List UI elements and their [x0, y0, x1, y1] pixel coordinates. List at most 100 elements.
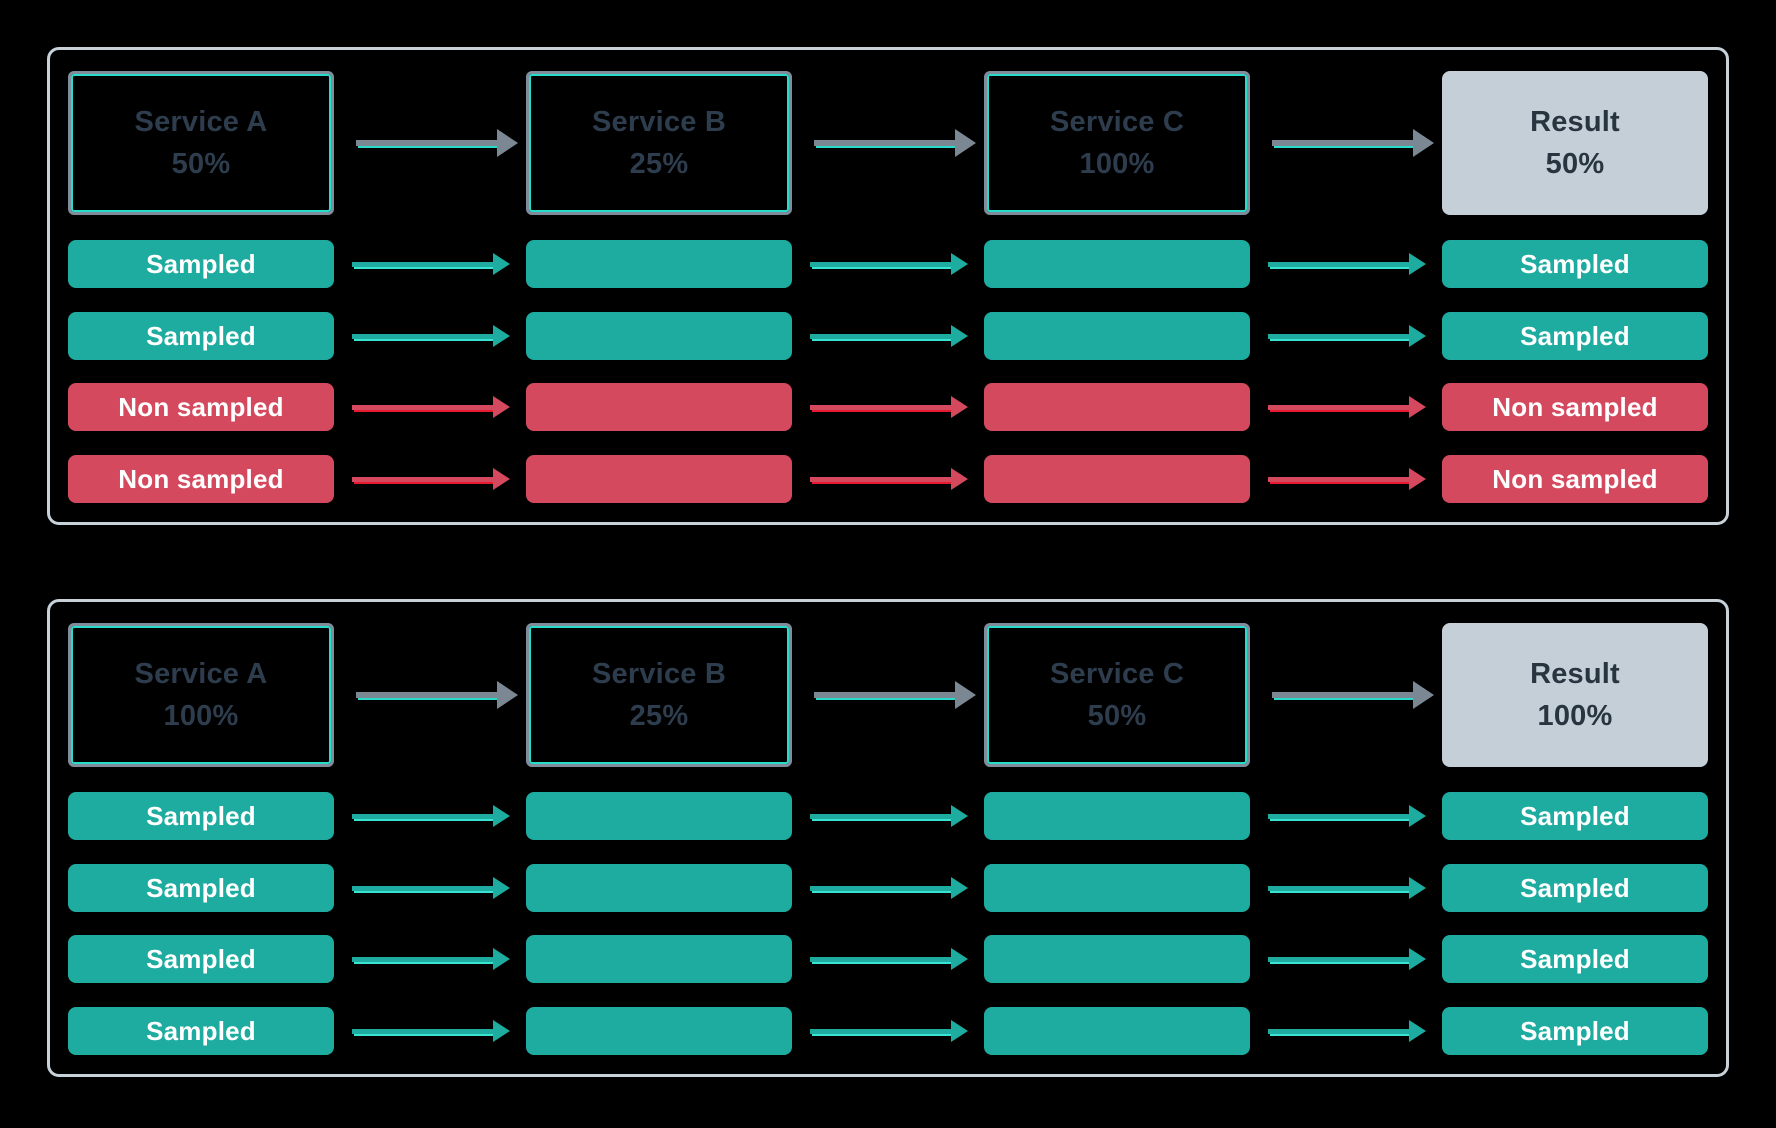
- arrowhead-icon: [955, 681, 976, 709]
- arrowhead-icon: [1409, 805, 1426, 827]
- trace-bar-label: Sampled: [146, 800, 256, 831]
- service-flow-arrow: [814, 680, 976, 710]
- trace-bar: [526, 455, 792, 503]
- arrowhead-icon: [1409, 877, 1426, 899]
- trace-bar: Sampled: [1442, 935, 1708, 983]
- arrow-shaft: [1268, 1028, 1409, 1036]
- arrowhead-icon: [951, 877, 968, 899]
- trace-bar: [984, 935, 1250, 983]
- arrow-shaft: [810, 813, 951, 821]
- trace-bar: Sampled: [68, 312, 334, 360]
- arrow-shaft: [1272, 692, 1413, 700]
- arrow-shaft: [810, 1028, 951, 1036]
- arrow-shaft: [1268, 476, 1409, 484]
- trace-bar: Sampled: [68, 935, 334, 983]
- arrow-shaft: [352, 476, 493, 484]
- node-rate: 100%: [1079, 147, 1155, 180]
- arrow-shaft: [810, 956, 951, 964]
- trace-flow-arrow: [1268, 467, 1426, 491]
- trace-bar-label: Sampled: [1520, 800, 1630, 831]
- trace-bar: Sampled: [68, 240, 334, 288]
- arrow-shaft: [352, 261, 493, 269]
- arrowhead-icon: [1409, 1020, 1426, 1042]
- trace-flow-arrow: [810, 324, 968, 348]
- arrowhead-icon: [493, 396, 510, 418]
- trace-bar: Non sampled: [1442, 383, 1708, 431]
- trace-bar: [526, 935, 792, 983]
- trace-bar-label: Non sampled: [118, 391, 284, 422]
- arrowhead-icon: [951, 805, 968, 827]
- trace-flow-arrow: [352, 876, 510, 900]
- trace-flow-arrow: [352, 324, 510, 348]
- arrowhead-icon: [1409, 253, 1426, 275]
- arrow-shaft: [352, 1028, 493, 1036]
- node-title: Service A: [134, 657, 268, 690]
- trace-flow-arrow: [1268, 324, 1426, 348]
- trace-flow-arrow: [352, 467, 510, 491]
- trace-bar: Sampled: [1442, 1007, 1708, 1055]
- arrowhead-icon: [493, 948, 510, 970]
- arrow-shaft: [810, 261, 951, 269]
- arrow-shaft: [1272, 140, 1413, 148]
- node-title: Service C: [1050, 657, 1184, 690]
- trace-bar-label: Non sampled: [118, 463, 284, 494]
- arrowhead-icon: [493, 805, 510, 827]
- arrowhead-icon: [497, 129, 518, 157]
- trace-bar: [526, 240, 792, 288]
- trace-flow-arrow: [810, 876, 968, 900]
- trace-bar: Sampled: [68, 792, 334, 840]
- node-rate: 100%: [1537, 699, 1613, 732]
- node-title: Service B: [592, 105, 726, 138]
- arrowhead-icon: [1409, 468, 1426, 490]
- node-title: Result: [1530, 657, 1620, 690]
- arrowhead-icon: [493, 325, 510, 347]
- trace-bar: Sampled: [1442, 240, 1708, 288]
- arrow-shaft: [352, 885, 493, 893]
- node-rate: 50%: [1545, 147, 1605, 180]
- trace-bar: [526, 864, 792, 912]
- trace-bar-label: Sampled: [1520, 248, 1630, 279]
- node-rate: 25%: [629, 147, 689, 180]
- trace-flow-arrow: [810, 1019, 968, 1043]
- trace-bar: [984, 1007, 1250, 1055]
- trace-flow-arrow: [352, 804, 510, 828]
- trace-bar: [526, 792, 792, 840]
- arrow-shaft: [1268, 261, 1409, 269]
- trace-bar: Non sampled: [68, 455, 334, 503]
- trace-flow-arrow: [1268, 876, 1426, 900]
- trace-bar: [526, 312, 792, 360]
- arrow-shaft: [814, 692, 955, 700]
- arrowhead-icon: [951, 325, 968, 347]
- trace-bar: Sampled: [1442, 792, 1708, 840]
- trace-bar: [984, 240, 1250, 288]
- node-rate: 100%: [163, 699, 239, 732]
- trace-flow-arrow: [810, 947, 968, 971]
- arrowhead-icon: [493, 468, 510, 490]
- trace-bar-label: Sampled: [1520, 872, 1630, 903]
- arrowhead-icon: [951, 396, 968, 418]
- trace-bar: [526, 383, 792, 431]
- service-flow-arrow: [356, 128, 518, 158]
- trace-bar-label: Sampled: [1520, 943, 1630, 974]
- service-node: Service A 100%: [68, 623, 334, 767]
- node-title: Service B: [592, 657, 726, 690]
- trace-flow-arrow: [352, 395, 510, 419]
- trace-bar: Non sampled: [68, 383, 334, 431]
- arrow-shaft: [814, 140, 955, 148]
- arrowhead-icon: [493, 253, 510, 275]
- arrow-shaft: [810, 333, 951, 341]
- node-rate: 50%: [171, 147, 231, 180]
- trace-bar-label: Sampled: [1520, 1015, 1630, 1046]
- trace-bar: Sampled: [1442, 312, 1708, 360]
- trace-bar-label: Non sampled: [1492, 463, 1658, 494]
- arrowhead-icon: [1409, 325, 1426, 347]
- trace-bar: [984, 864, 1250, 912]
- arrowhead-icon: [955, 129, 976, 157]
- arrow-shaft: [356, 140, 497, 148]
- trace-flow-arrow: [810, 467, 968, 491]
